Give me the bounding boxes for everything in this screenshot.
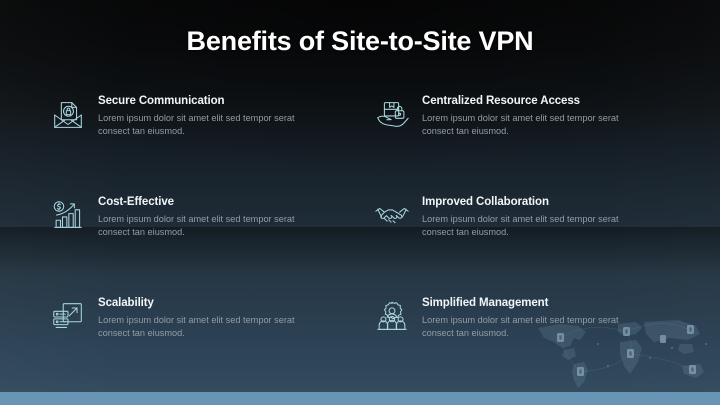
benefit-text-block: Secure Communication Lorem ipsum dolor s… (98, 92, 372, 138)
benefit-title: Improved Collaboration (422, 196, 549, 208)
benefit-item-simplified-management[interactable]: Simplified Management Lorem ipsum dolor … (372, 294, 696, 395)
server-expand-arrow-icon (48, 297, 88, 337)
benefits-grid: Secure Communication Lorem ipsum dolor s… (48, 92, 696, 395)
benefit-item-cost-effective[interactable]: Cost-Effective Lorem ipsum dolor sit ame… (48, 193, 372, 294)
hand-holding-locked-box-icon (372, 95, 412, 135)
benefit-text-block: Simplified Management Lorem ipsum dolor … (422, 294, 696, 340)
benefit-description: Lorem ipsum dolor sit amet elit sed temp… (422, 113, 619, 137)
benefit-title: Simplified Management (422, 297, 549, 309)
growth-bar-chart-dollar-icon (48, 196, 88, 236)
gear-people-group-icon (372, 297, 412, 337)
benefit-text-block: Scalability Lorem ipsum dolor sit amet e… (98, 294, 372, 340)
benefit-item-centralized-resource-access[interactable]: Centralized Resource Access Lorem ipsum … (372, 92, 696, 193)
benefit-item-improved-collaboration[interactable]: Improved Collaboration Lorem ipsum dolor… (372, 193, 696, 294)
benefit-text-block: Centralized Resource Access Lorem ipsum … (422, 92, 696, 138)
benefit-title: Scalability (98, 297, 154, 309)
benefit-description: Lorem ipsum dolor sit amet elit sed temp… (98, 315, 295, 339)
benefit-title: Centralized Resource Access (422, 95, 580, 107)
benefit-description: Lorem ipsum dolor sit amet elit sed temp… (98, 113, 295, 137)
bottom-accent-bar (0, 392, 720, 405)
benefit-item-secure-communication[interactable]: Secure Communication Lorem ipsum dolor s… (48, 92, 372, 193)
benefit-description: Lorem ipsum dolor sit amet elit sed temp… (422, 315, 619, 339)
page-title: Benefits of Site-to-Site VPN (186, 26, 534, 57)
benefit-description: Lorem ipsum dolor sit amet elit sed temp… (422, 214, 619, 238)
benefit-text-block: Cost-Effective Lorem ipsum dolor sit ame… (98, 193, 372, 239)
secure-email-lock-icon (48, 95, 88, 135)
benefit-title: Secure Communication (98, 95, 225, 107)
benefit-text-block: Improved Collaboration Lorem ipsum dolor… (422, 193, 696, 239)
benefit-item-scalability[interactable]: Scalability Lorem ipsum dolor sit amet e… (48, 294, 372, 395)
handshake-icon (372, 196, 412, 236)
benefit-description: Lorem ipsum dolor sit amet elit sed temp… (98, 214, 295, 238)
benefit-title: Cost-Effective (98, 196, 174, 208)
